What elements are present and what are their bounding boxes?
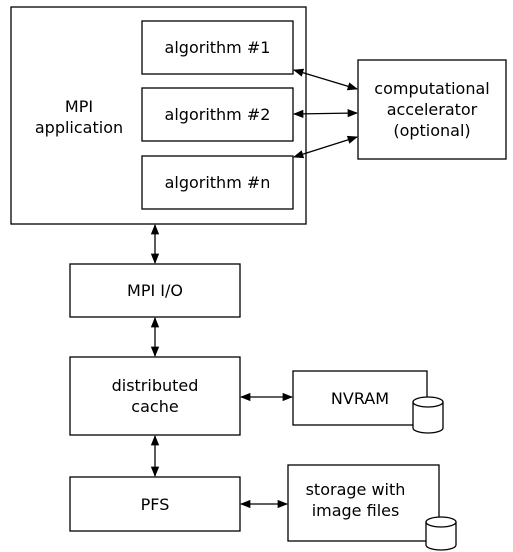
- mpi-io-label: MPI I/O: [127, 281, 183, 300]
- storage-label: storage with image files: [305, 480, 406, 520]
- accelerator-label: computational accelerator (optional): [374, 79, 490, 140]
- accelerator-box: [357, 59, 507, 160]
- algorithm-2-box: [141, 87, 294, 142]
- pfs-box: [69, 476, 241, 532]
- arrow-algn-accelerator: [293, 135, 358, 159]
- cache-label: distributed cache: [111, 376, 199, 416]
- algorithm-1-box: [141, 20, 294, 75]
- algorithm-1-label: algorithm #1: [164, 38, 271, 57]
- pfs-label: PFS: [140, 494, 170, 514]
- arrow-alg2-accelerator: [292, 108, 359, 119]
- storage-disk-icon: [425, 516, 457, 551]
- algorithm-2-label: algorithm #2: [164, 105, 271, 124]
- algorithm-n-box: [141, 155, 294, 210]
- arrow-alg1-accelerator: [293, 68, 358, 91]
- nvram-label: NVRAM: [330, 388, 390, 408]
- mpi-io-box: [69, 263, 241, 318]
- algorithm-n-label: algorithm #n: [164, 173, 271, 192]
- mpi-application-label: MPI application: [34, 97, 124, 137]
- nvram-disk-icon: [412, 396, 444, 434]
- storage-box: [287, 464, 440, 542]
